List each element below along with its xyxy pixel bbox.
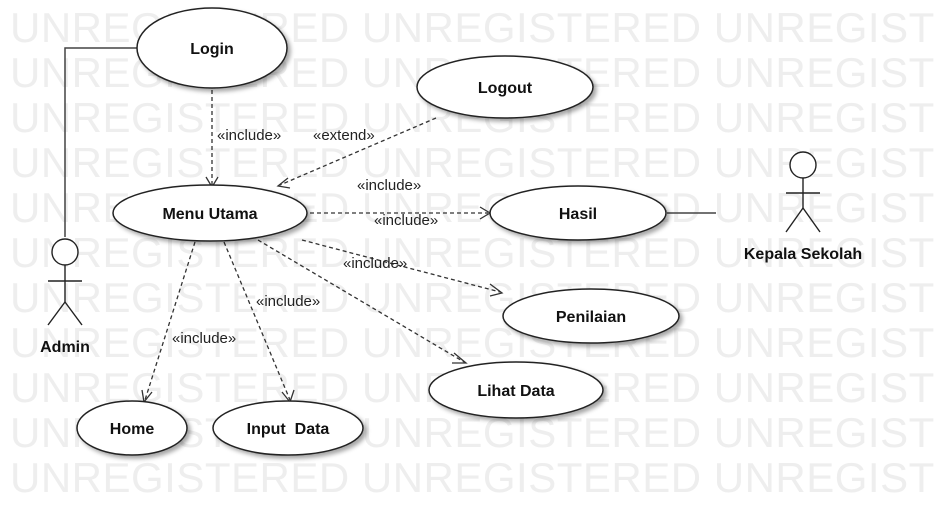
actor-kepala-sekolah[interactable]	[785, 151, 821, 233]
actor-admin[interactable]	[47, 238, 83, 326]
arrow-logout-menu	[279, 117, 437, 186]
usecase-login-label: Login	[190, 41, 234, 58]
actor-admin-label: Admin	[40, 339, 90, 356]
associations	[64, 47, 716, 237]
use-cases	[76, 7, 680, 456]
use-case-labels: Login Logout Menu Utama Hasil Penilaian …	[110, 41, 626, 438]
arrow-menu-home	[144, 241, 196, 401]
actor-kepala-sekolah-head-icon	[789, 151, 817, 179]
usecase-home[interactable]	[76, 400, 188, 456]
arrow-menu-lihat-data	[257, 239, 465, 363]
arrowhead	[489, 283, 504, 297]
actor-admin-head-icon	[51, 238, 79, 266]
usecase-input-data[interactable]	[212, 400, 364, 456]
arrowhead	[281, 389, 295, 404]
arrowhead	[276, 177, 291, 189]
arrow-menu-input-data	[223, 241, 291, 401]
usecase-login[interactable]	[136, 7, 288, 89]
usecase-lihat-data-label: Lihat Data	[477, 383, 554, 400]
actor-kepala-sekolah-leg-left	[785, 207, 804, 233]
relation-labels: «include» «extend» «include» «include» «…	[172, 127, 438, 347]
usecase-lihat-data[interactable]	[428, 361, 604, 419]
arrowhead	[452, 352, 468, 364]
usecase-hasil[interactable]	[489, 185, 667, 241]
usecase-logout-label: Logout	[478, 80, 533, 97]
arrow-menu-penilaian	[301, 239, 501, 293]
actor-kepala-sekolah-leg-right	[802, 207, 821, 233]
relation-menu-input-label: «include»	[256, 293, 320, 310]
relation-menu-hasil-label-1: «include»	[357, 177, 421, 194]
actor-admin-leg-right	[64, 301, 83, 326]
relation-menu-hasil-label-2: «include»	[374, 212, 438, 229]
usecase-penilaian-label: Penilaian	[556, 309, 626, 326]
usecase-menu-utama[interactable]	[112, 184, 308, 242]
actor-admin-leg-left	[47, 301, 66, 326]
relation-menu-home-label: «include»	[172, 330, 236, 347]
usecase-hasil-label: Hasil	[559, 206, 597, 223]
usecase-menu-utama-label: Menu Utama	[162, 206, 257, 223]
relation-logout-menu-label: «extend»	[313, 127, 375, 144]
usecase-home-label: Home	[110, 421, 155, 438]
usecase-input-data-label: Input Data	[247, 421, 330, 438]
association-admin-login	[64, 47, 140, 237]
actor-kepala-sekolah-label: Kepala Sekolah	[744, 246, 862, 263]
usecase-logout[interactable]	[416, 55, 594, 119]
dependencies	[144, 90, 501, 401]
relation-login-menu-label: «include»	[217, 127, 281, 144]
relation-menu-penilaian-label: «include»	[343, 255, 407, 272]
usecase-penilaian[interactable]	[502, 288, 680, 344]
